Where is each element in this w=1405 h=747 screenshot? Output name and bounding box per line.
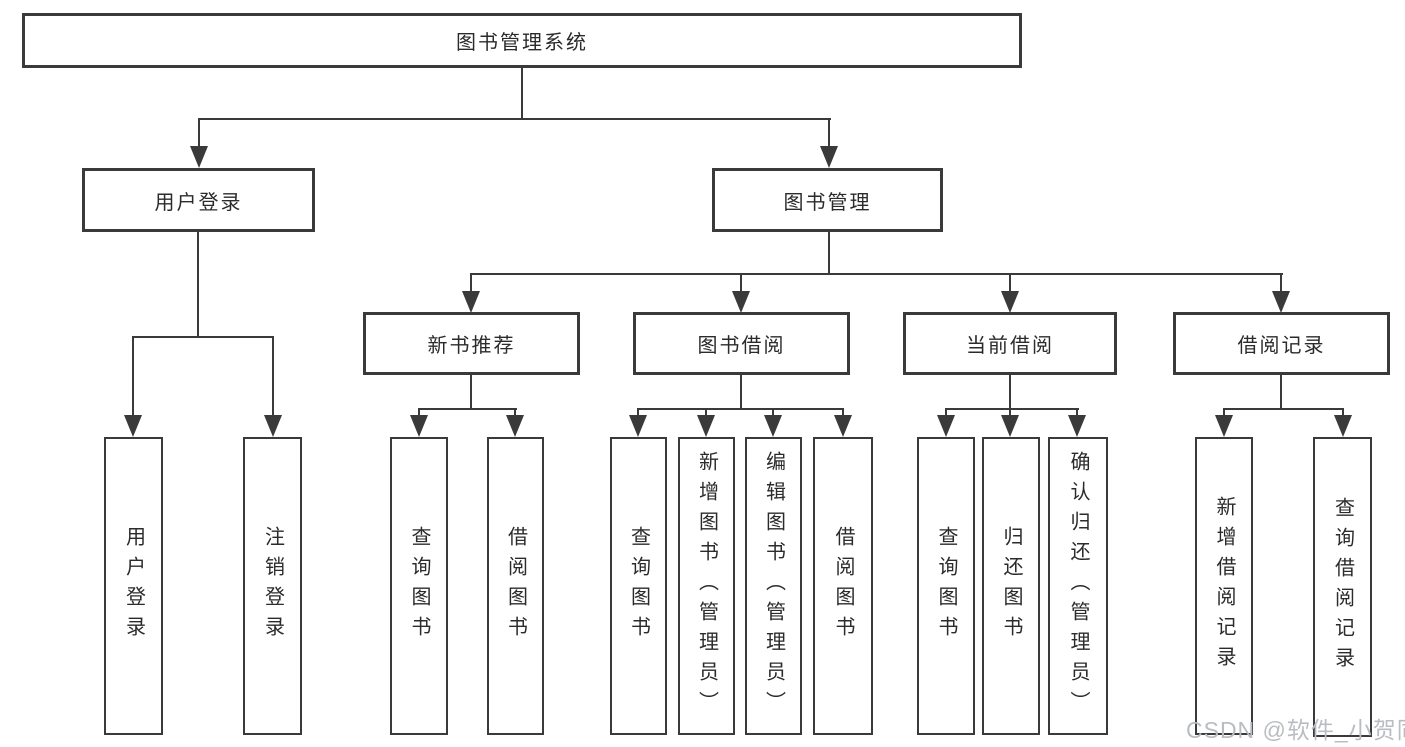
leaf-label: 借阅图书 (504, 526, 527, 646)
leaf-confirm-return-admin: 确认归还（管理员） (1048, 437, 1108, 735)
connector-line (1076, 408, 1078, 418)
leaf-add-borrow-record: 新增借阅记录 (1195, 437, 1253, 735)
connector-line (132, 336, 134, 416)
leaf-label: 借阅图书 (832, 526, 854, 646)
leaf-label: 新增图书（管理员） (695, 451, 718, 721)
connector-line (197, 232, 199, 336)
connector-line (828, 118, 830, 148)
leaf-query-borrow-record: 查询借阅记录 (1313, 437, 1372, 737)
connector-line (1009, 408, 1011, 418)
node-label: 借阅记录 (1237, 335, 1326, 357)
node-book-borrowing: 图书借阅 (633, 312, 850, 375)
connector-line (132, 336, 274, 338)
arrow-down-icon (764, 415, 782, 437)
arrow-down-icon (1068, 415, 1086, 437)
arrow-down-icon (1215, 415, 1233, 437)
leaf-label: 确认归还（管理员） (1067, 451, 1089, 721)
leaf-return-books: 归还图书 (982, 437, 1040, 735)
connector-line (514, 408, 516, 418)
leaf-label: 查询借阅记录 (1331, 497, 1354, 677)
connector-line (740, 273, 742, 293)
node-library-management-system: 图书管理系统 (22, 13, 1022, 68)
node-label: 图书管理 (783, 191, 872, 214)
connector-line (1009, 273, 1011, 293)
connector-line (418, 408, 517, 410)
connector-line (272, 336, 274, 416)
leaf-user-login: 用户登录 (104, 437, 163, 735)
arrow-down-icon (732, 291, 750, 313)
arrow-down-icon (1334, 415, 1352, 437)
node-label: 新书推荐 (427, 335, 516, 357)
node-current-borrowing: 当前借阅 (903, 312, 1117, 375)
leaf-label: 用户登录 (122, 526, 145, 646)
connector-line (470, 273, 1283, 275)
connector-line (1223, 408, 1225, 418)
connector-line (198, 118, 200, 148)
leaf-edit-books-admin: 编辑图书（管理员） (745, 437, 802, 735)
leaf-add-books-admin: 新增图书（管理员） (678, 437, 735, 735)
connector-line (945, 408, 947, 418)
connector-line (1342, 408, 1344, 418)
arrow-down-icon (697, 415, 715, 437)
arrow-down-icon (1272, 291, 1290, 313)
connector-line (945, 408, 1079, 410)
arrow-down-icon (190, 146, 208, 168)
connector-line (470, 273, 472, 293)
connector-line (198, 118, 831, 120)
leaf-label: 查询图书 (627, 526, 650, 646)
leaf-label: 归还图书 (1000, 526, 1022, 646)
arrow-down-icon (264, 415, 282, 437)
arrow-down-icon (1001, 415, 1019, 437)
node-book-management: 图书管理 (712, 168, 943, 232)
leaf-borrow-books: 借阅图书 (813, 437, 873, 735)
arrow-down-icon (629, 415, 647, 437)
leaf-logout: 注销登录 (243, 437, 302, 735)
node-new-book-recommend: 新书推荐 (363, 312, 580, 375)
csdn-watermark: CSDN @软件_小贺同学 (1186, 717, 1405, 743)
arrow-down-icon (937, 415, 955, 437)
connector-line (1280, 273, 1282, 293)
arrow-down-icon (124, 415, 142, 437)
connector-line (637, 408, 844, 410)
leaf-label: 查询图书 (408, 526, 430, 646)
node-label: 用户登录 (154, 191, 243, 214)
connector-line (1223, 408, 1344, 410)
leaf-label: 编辑图书（管理员） (762, 451, 785, 721)
leaf-borrow-books-recommend: 借阅图书 (487, 437, 544, 735)
node-label: 当前借阅 (966, 335, 1054, 357)
arrow-down-icon (462, 291, 480, 313)
connector-line (1280, 375, 1282, 408)
arrow-down-icon (820, 146, 838, 168)
leaf-label: 注销登录 (261, 526, 284, 646)
connector-line (842, 408, 844, 418)
arrow-down-icon (410, 415, 428, 437)
connector-line (828, 232, 830, 273)
connector-line (740, 375, 742, 408)
node-label: 图书管理系统 (456, 32, 588, 54)
connector-line (521, 68, 523, 118)
leaf-label: 新增借阅记录 (1213, 496, 1235, 676)
arrow-down-icon (834, 415, 852, 437)
connector-line (418, 408, 420, 418)
node-user-login: 用户登录 (82, 168, 315, 232)
arrow-down-icon (1001, 291, 1019, 313)
connector-line (772, 408, 774, 418)
connector-line (1009, 375, 1011, 408)
leaf-query-books-current: 查询图书 (917, 437, 975, 735)
connector-line (470, 375, 472, 408)
arrow-down-icon (506, 415, 524, 437)
leaf-label: 查询图书 (935, 526, 957, 646)
connector-line (705, 408, 707, 418)
leaf-query-books-borrowing: 查询图书 (610, 437, 667, 735)
leaf-query-books-recommend: 查询图书 (390, 437, 448, 735)
connector-line (637, 408, 639, 418)
node-borrowing-records: 借阅记录 (1173, 312, 1390, 375)
node-label: 图书借阅 (697, 335, 786, 357)
